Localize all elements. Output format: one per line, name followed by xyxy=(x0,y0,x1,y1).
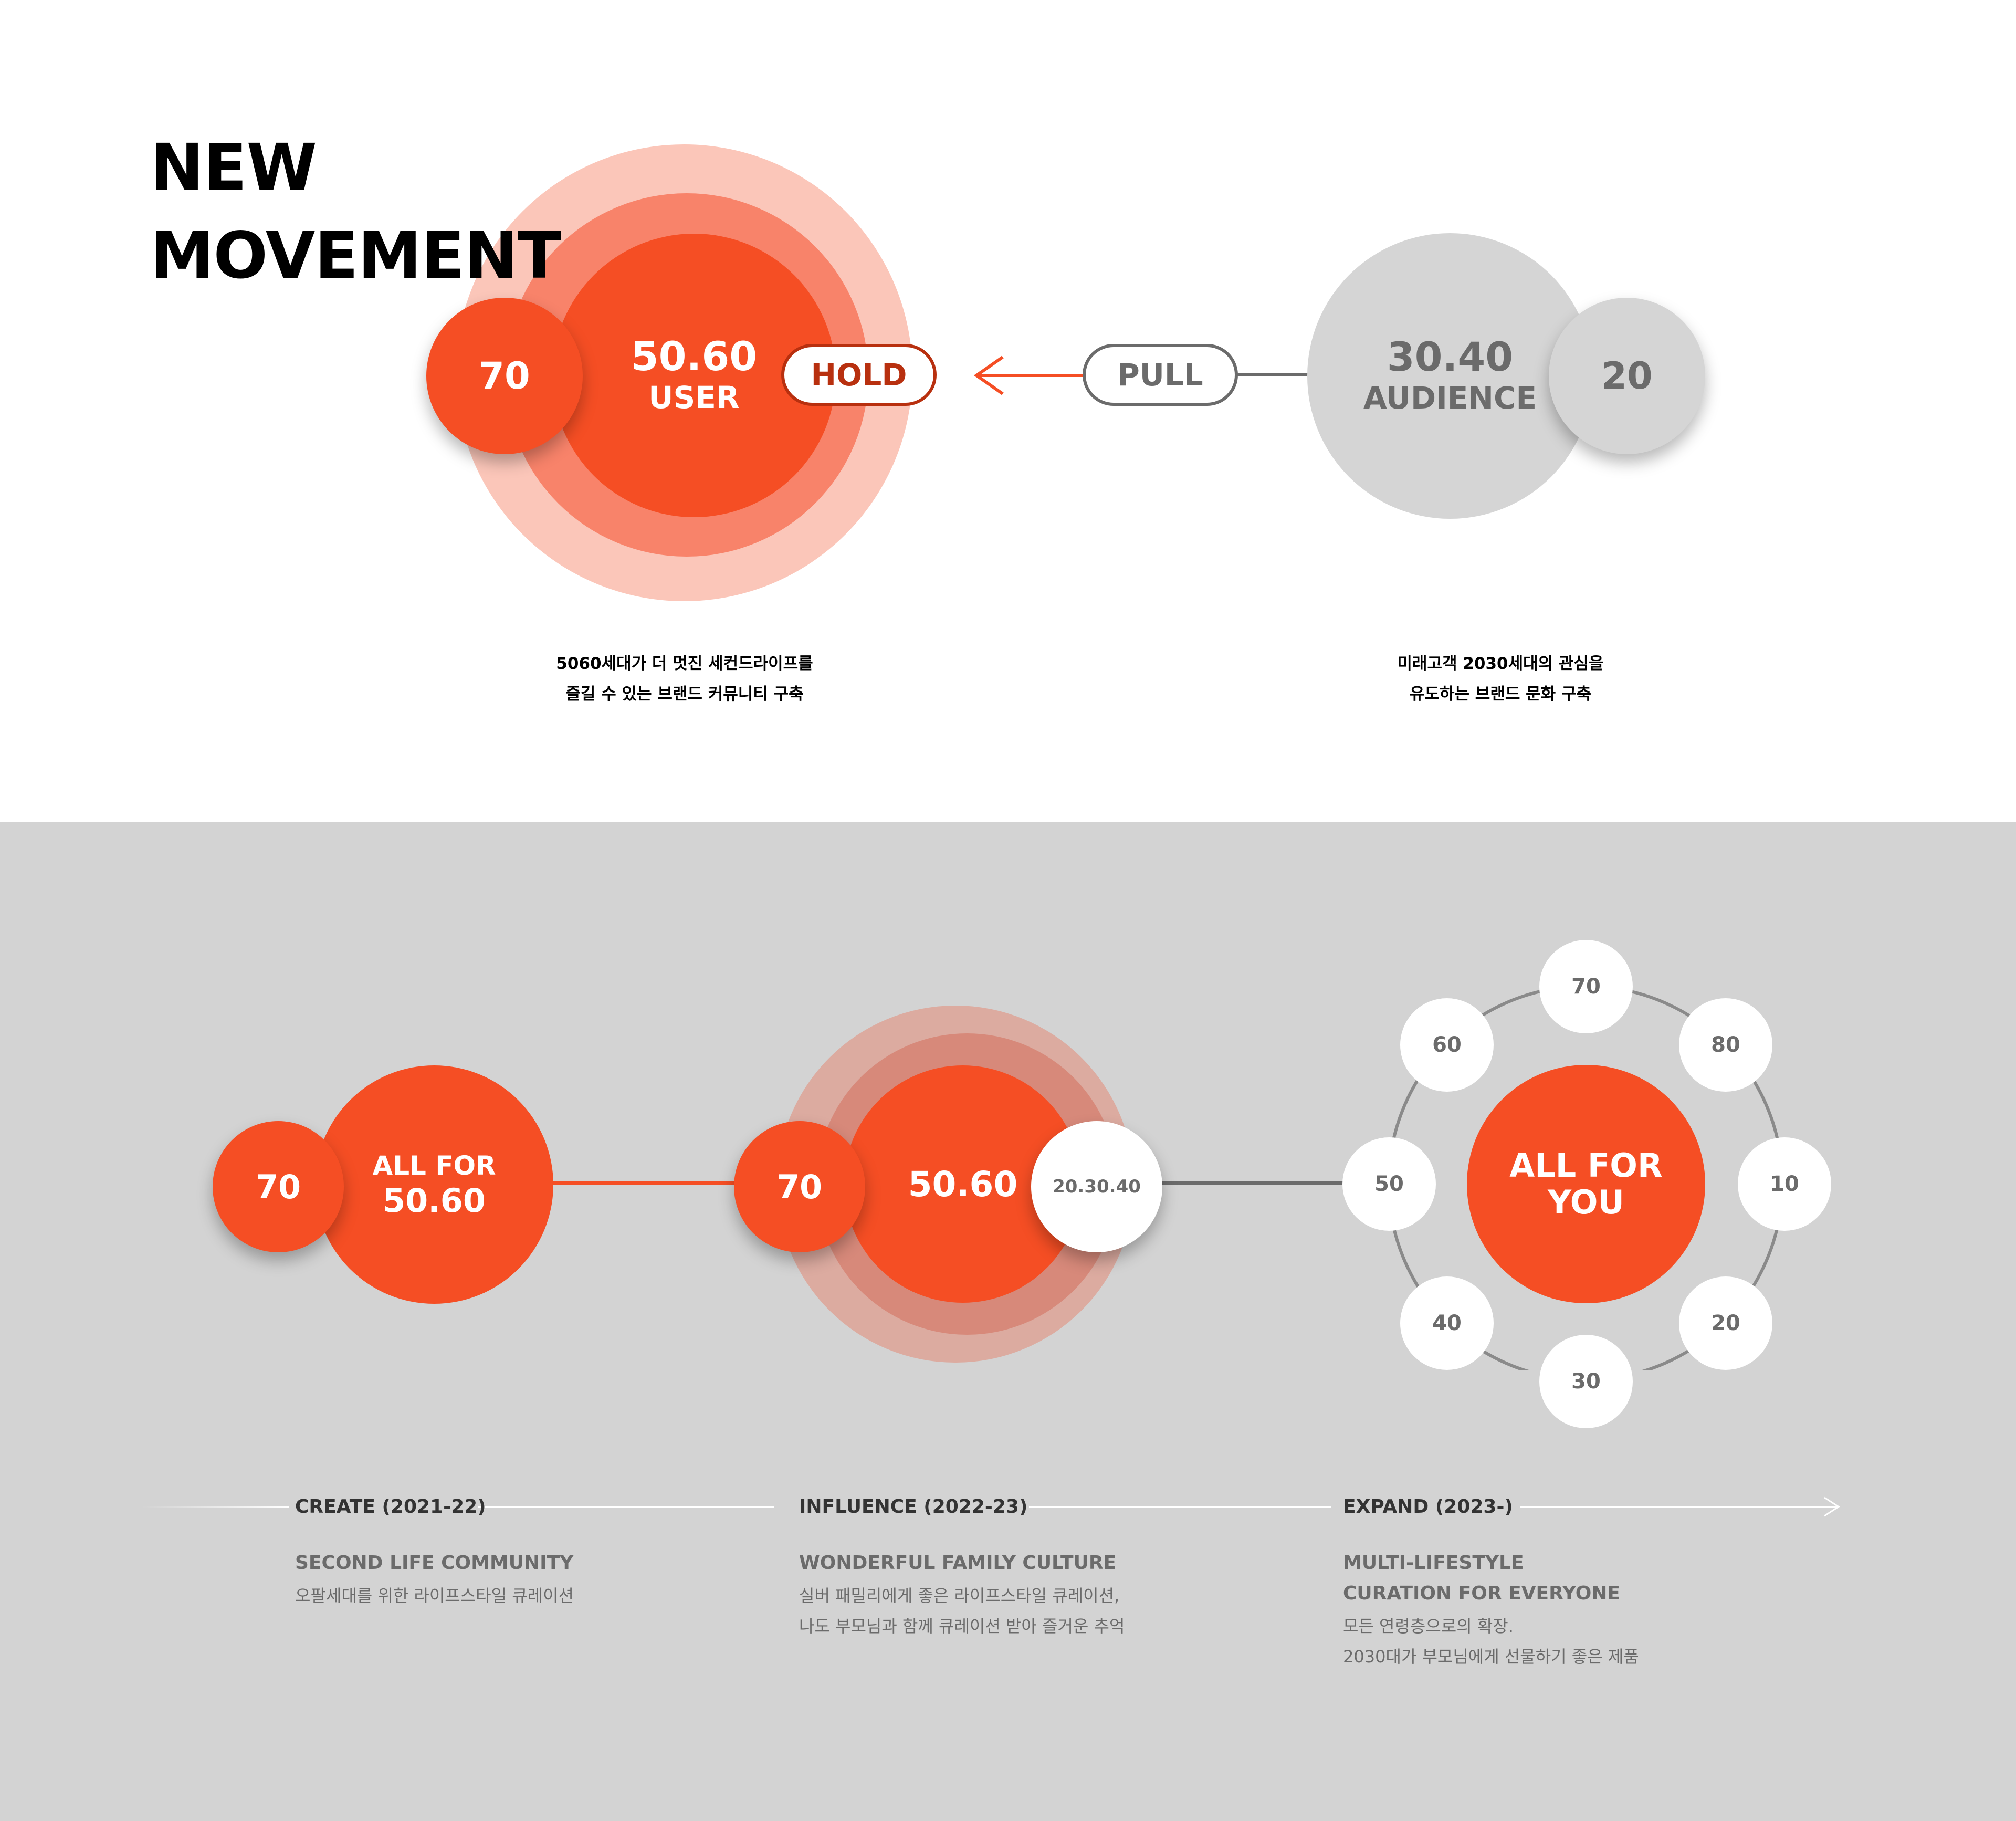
title-line-1: NEW xyxy=(150,130,317,205)
influence-white-circle: 20.30.40 xyxy=(1031,1121,1162,1252)
title-line-2: MOVEMENT xyxy=(150,218,561,293)
timeline-arrow-head xyxy=(1824,1496,1840,1517)
create-main-circle: ALL FOR 50.60 xyxy=(315,1065,553,1304)
expand-center-line-2: YOU xyxy=(1548,1183,1624,1221)
phase-expand-desc: 모든 연령층으로의 확장. 2030대가 부모님에게 선물하기 좋은 제품 xyxy=(1343,1611,1842,1672)
influence-small-circle: 70 xyxy=(734,1121,865,1252)
ring-node-70: 70 xyxy=(1539,940,1633,1033)
audience-main-label: AUDIENCE xyxy=(1363,380,1537,416)
influence-expand-connector xyxy=(1160,1181,1349,1185)
ring-node-60: 60 xyxy=(1400,998,1494,1092)
phase-influence-desc-line-2: 나도 부모님과 함께 큐레이션 받아 즐거운 추억 xyxy=(799,1616,1125,1636)
create-main-line-1: ALL FOR xyxy=(372,1150,496,1181)
phase-expand-desc-line-1: 모든 연령층으로의 확장. xyxy=(1343,1616,1514,1636)
audience-main-circle: 30.40 AUDIENCE xyxy=(1307,233,1593,519)
phase-create-desc: 오팔세대를 위한 라이프스타일 큐레이션 xyxy=(295,1581,741,1611)
timeline-fade-segment xyxy=(142,1506,289,1508)
hold-pill: HOLD xyxy=(781,344,937,406)
expand-center-line-1: ALL FOR xyxy=(1509,1146,1663,1185)
user-small-value: 70 xyxy=(479,354,530,397)
ring-node-10-value: 10 xyxy=(1770,1172,1799,1196)
audience-caption: 미래고객 2030세대의 관심을 유도하는 브랜드 문화 구축 xyxy=(1317,648,1684,709)
ring-node-40: 40 xyxy=(1400,1276,1494,1370)
phase-influence-desc: 실버 패밀리에게 좋은 라이프스타일 큐레이션, 나도 부모님과 함께 큐레이션… xyxy=(799,1581,1298,1641)
ring-node-80-value: 80 xyxy=(1711,1033,1740,1057)
phase-expand-subtitle: MULTI-LIFESTYLE CURATION FOR EVERYONE xyxy=(1343,1548,1842,1609)
ring-node-20: 20 xyxy=(1679,1276,1772,1370)
audience-small-value: 20 xyxy=(1601,354,1653,397)
audience-caption-line-1: 미래고객 2030세대의 관심을 xyxy=(1397,654,1604,673)
user-caption-line-2: 즐길 수 있는 브랜드 커뮤니티 구축 xyxy=(565,685,804,704)
user-caption-line-1: 5060세대가 더 멋진 세컨드라이프를 xyxy=(556,654,813,673)
pull-arrow xyxy=(973,355,1083,395)
ring-node-10: 10 xyxy=(1738,1137,1831,1231)
phase-expand-subtitle-line-1: MULTI-LIFESTYLE xyxy=(1343,1552,1524,1574)
user-main-label: USER xyxy=(648,380,740,415)
ring-node-80: 80 xyxy=(1679,998,1772,1092)
phase-influence: INFLUENCE (2022-23) WONDERFUL FAMILY CUL… xyxy=(799,1490,1298,1641)
phase-influence-subtitle-line-1: WONDERFUL FAMILY CULTURE xyxy=(799,1552,1117,1574)
phase-create: CREATE (2021-22) SECOND LIFE COMMUNITY 오… xyxy=(295,1490,741,1611)
arrow-head xyxy=(973,355,1004,395)
influence-small-value: 70 xyxy=(776,1167,823,1206)
phase-expand-desc-line-2: 2030대가 부모님에게 선물하기 좋은 제품 xyxy=(1343,1647,1639,1667)
phase-expand: EXPAND (2023-) MULTI-LIFESTYLE CURATION … xyxy=(1343,1490,1842,1672)
phase-create-title: CREATE (2021-22) xyxy=(295,1496,486,1518)
phase-expand-subtitle-line-2: CURATION FOR EVERYONE xyxy=(1343,1583,1621,1604)
ring-node-40-value: 40 xyxy=(1432,1311,1462,1335)
create-small-circle: 70 xyxy=(213,1121,344,1252)
influence-white-value: 20.30.40 xyxy=(1053,1176,1141,1197)
audience-main-value: 30.40 xyxy=(1387,333,1514,380)
phase-create-desc-line-1: 오팔세대를 위한 라이프스타일 큐레이션 xyxy=(295,1586,574,1606)
create-influence-connector xyxy=(551,1181,772,1185)
audience-caption-line-2: 유도하는 브랜드 문화 구축 xyxy=(1409,685,1592,704)
timeline-axis xyxy=(142,1496,1840,1517)
ring-node-50: 50 xyxy=(1342,1137,1436,1231)
phase-influence-title: INFLUENCE (2022-23) xyxy=(799,1496,1028,1518)
ring-node-30-value: 30 xyxy=(1571,1369,1601,1394)
phase-influence-desc-line-1: 실버 패밀리에게 좋은 라이프스타일 큐레이션, xyxy=(799,1586,1120,1606)
influence-main-value: 50.60 xyxy=(908,1164,1018,1205)
expand-center-circle: ALL FOR YOU xyxy=(1467,1065,1705,1303)
page-title: NEW MOVEMENT xyxy=(150,123,561,300)
user-caption: 5060세대가 더 멋진 세컨드라이프를 즐길 수 있는 브랜드 커뮤니티 구축 xyxy=(501,648,868,709)
ring-node-30: 30 xyxy=(1539,1335,1633,1428)
user-small-circle: 70 xyxy=(426,298,583,454)
phase-influence-subtitle: WONDERFUL FAMILY CULTURE xyxy=(799,1548,1298,1578)
ring-node-20-value: 20 xyxy=(1711,1311,1740,1335)
phase-expand-title: EXPAND (2023-) xyxy=(1343,1496,1513,1518)
phase-create-subtitle: SECOND LIFE COMMUNITY xyxy=(295,1548,741,1578)
hold-label: HOLD xyxy=(811,357,907,393)
create-small-value: 70 xyxy=(255,1167,301,1206)
user-main-value: 50.60 xyxy=(631,333,758,380)
pull-label: PULL xyxy=(1117,357,1203,393)
audience-small-circle: 20 xyxy=(1549,298,1705,454)
create-main-line-2: 50.60 xyxy=(382,1181,486,1220)
pull-connector xyxy=(1237,373,1311,376)
ring-node-50-value: 50 xyxy=(1374,1172,1404,1196)
pull-pill: PULL xyxy=(1083,344,1238,406)
phase-create-subtitle-line-1: SECOND LIFE COMMUNITY xyxy=(295,1552,574,1574)
ring-node-70-value: 70 xyxy=(1571,975,1601,999)
ring-node-60-value: 60 xyxy=(1432,1033,1462,1057)
